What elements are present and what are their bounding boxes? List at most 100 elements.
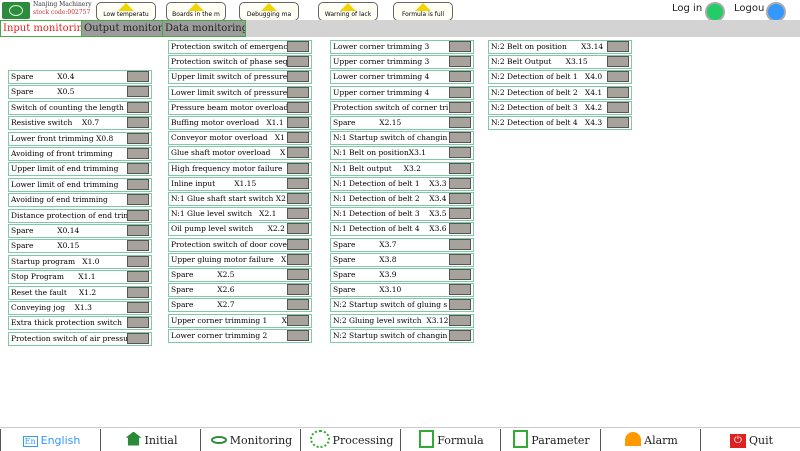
io-label: Oil pump level switch X2.2	[171, 224, 285, 234]
io-label: N:2 Startup switch of changin	[333, 330, 448, 340]
io-status-indicator	[287, 299, 309, 311]
nav-monitoring-button[interactable]: Monitoring	[200, 429, 302, 451]
warning-button[interactable]: Debugging ma	[239, 2, 299, 21]
io-status-indicator	[287, 284, 309, 296]
warning-icon	[340, 3, 356, 11]
io-row: Conveyor motor overload X1	[168, 131, 312, 146]
io-row: N:2 Detection of belt 3 X4.2	[488, 100, 632, 115]
io-row: N:2 Belt on position X3.14	[488, 40, 632, 54]
io-row: N:1 Belt on positionX3.1	[330, 146, 474, 161]
io-label: Lower limit of end trimming	[11, 179, 119, 189]
io-row: N:2 Detection of belt 2 X4.1	[488, 85, 632, 100]
io-status-indicator	[449, 269, 471, 280]
io-status-indicator	[127, 286, 149, 298]
io-label: N:1 Startup switch of changin	[333, 133, 448, 143]
io-status-indicator	[607, 41, 629, 52]
io-status-indicator	[607, 86, 629, 98]
io-status-indicator	[449, 193, 471, 204]
io-row: Lower corner trimming 4	[330, 70, 474, 85]
io-row: Inline input X1.15	[168, 176, 312, 191]
io-row: Upper limit switch of pressure	[168, 70, 312, 85]
io-row: Protection switch of corner tri	[330, 100, 474, 115]
power-icon: ⏻	[729, 433, 746, 448]
nav-quit-button[interactable]: ⏻Quit	[700, 429, 800, 451]
io-row: Startup program X1.0	[8, 254, 152, 269]
io-row: N:1 Belt output X3.2	[330, 161, 474, 176]
io-row: Protection switch of air pressu	[8, 331, 152, 346]
io-row: Distance protection of end trim	[8, 208, 152, 223]
warning-icon	[118, 3, 134, 11]
warning-button[interactable]: Boards in the m	[166, 2, 226, 21]
logout-lock-icon[interactable]	[766, 2, 786, 22]
io-label: N:2 Belt on position X3.14	[491, 42, 604, 51]
io-label: Spare X3.9	[333, 270, 397, 279]
nav-initial-button[interactable]: Initial	[100, 429, 202, 451]
nav-alarm-button[interactable]: Alarm	[600, 429, 702, 451]
io-status-indicator	[287, 193, 309, 204]
io-row: Lower corner trimming 2	[168, 328, 312, 343]
io-label: Glue shaft motor overload X	[171, 148, 286, 158]
io-row: Upper gluing motor failure X	[168, 252, 312, 267]
io-label: Protection switch of corner tri	[333, 102, 449, 112]
io-label: Upper limit switch of pressure	[171, 72, 288, 82]
io-label: Lower corner trimming 4	[333, 72, 430, 82]
io-status-indicator	[449, 101, 471, 113]
io-status-indicator	[287, 238, 309, 250]
io-status-indicator	[449, 329, 471, 341]
nav-formula-button[interactable]: Formula	[400, 429, 502, 451]
io-row: High frequency motor failure	[168, 161, 312, 176]
tab-input-monitoring[interactable]: Input monitoring	[0, 20, 84, 37]
nav-label: Monitoring	[229, 433, 293, 447]
tab-data-monitoring[interactable]: Data monitoring	[162, 20, 246, 37]
warning-button[interactable]: Formula is full	[393, 2, 453, 21]
io-label: Spare X2.7	[171, 300, 235, 310]
warning-label: Low temperatu	[103, 11, 149, 18]
io-label: Spare X0.14	[11, 226, 80, 235]
login-lock-icon[interactable]	[705, 2, 725, 22]
io-status-indicator	[287, 56, 309, 68]
io-status-indicator	[127, 148, 149, 159]
io-status-indicator	[127, 132, 149, 144]
io-row: Lower limit of end trimming	[8, 177, 152, 192]
io-status-indicator	[287, 162, 309, 174]
io-label: N:2 Detection of belt 2 X4.1	[491, 87, 603, 97]
io-status-indicator	[449, 253, 471, 265]
warning-button[interactable]: Warning of lack	[318, 2, 378, 21]
io-status-indicator	[127, 271, 149, 283]
io-status-indicator	[127, 71, 149, 82]
io-row: Spare X3.7	[330, 237, 474, 252]
io-label: Lower corner trimming 3	[333, 42, 430, 51]
io-row: N:1 Detection of belt 3 X3.5	[330, 207, 474, 222]
parameter-icon	[513, 429, 529, 451]
io-row: Spare X0.4	[8, 70, 152, 84]
io-label: N:1 Detection of belt 3 X3.5	[333, 209, 447, 219]
io-row: N:1 Glue shaft start switch X2	[168, 192, 312, 206]
io-row: N:2 Belt Output X3.15	[488, 55, 632, 70]
io-row: Spare X2.6	[168, 283, 312, 298]
nav-label: Formula	[437, 433, 484, 447]
nav-processing-button[interactable]: Processing	[300, 429, 402, 451]
io-row: Spare X0.14	[8, 224, 152, 238]
nav-parameter-button[interactable]: Parameter	[500, 429, 602, 451]
io-label: Reset the fault X1.2	[11, 287, 97, 297]
io-label: N:2 Startup switch of gluing s	[333, 300, 448, 310]
io-status-indicator	[607, 101, 629, 113]
io-row: Upper corner trimming 4	[330, 85, 474, 100]
warning-button[interactable]: Low temperatu	[96, 2, 156, 21]
io-status-indicator	[449, 147, 471, 159]
io-row: Upper corner trimming 3	[330, 55, 474, 70]
gears-icon	[309, 429, 330, 451]
io-label: N:2 Detection of belt 3 X4.2	[491, 102, 603, 112]
io-row: N:2 Detection of belt 1 X4.0	[488, 70, 632, 85]
io-label: N:1 Detection of belt 2 X3.4	[333, 194, 447, 203]
eye-icon	[210, 434, 227, 447]
nav-label: English	[40, 433, 81, 447]
tab-output-monitoring[interactable]: Output monitorir	[81, 20, 165, 37]
io-row: N:1 Detection of belt 4 X3.6	[330, 222, 474, 237]
company-name: Nanjing Machinery	[33, 1, 92, 8]
io-label: Spare X3.8	[333, 254, 397, 264]
io-label: N:1 Belt on positionX3.1	[333, 148, 427, 158]
nav-label: Processing	[332, 433, 394, 447]
